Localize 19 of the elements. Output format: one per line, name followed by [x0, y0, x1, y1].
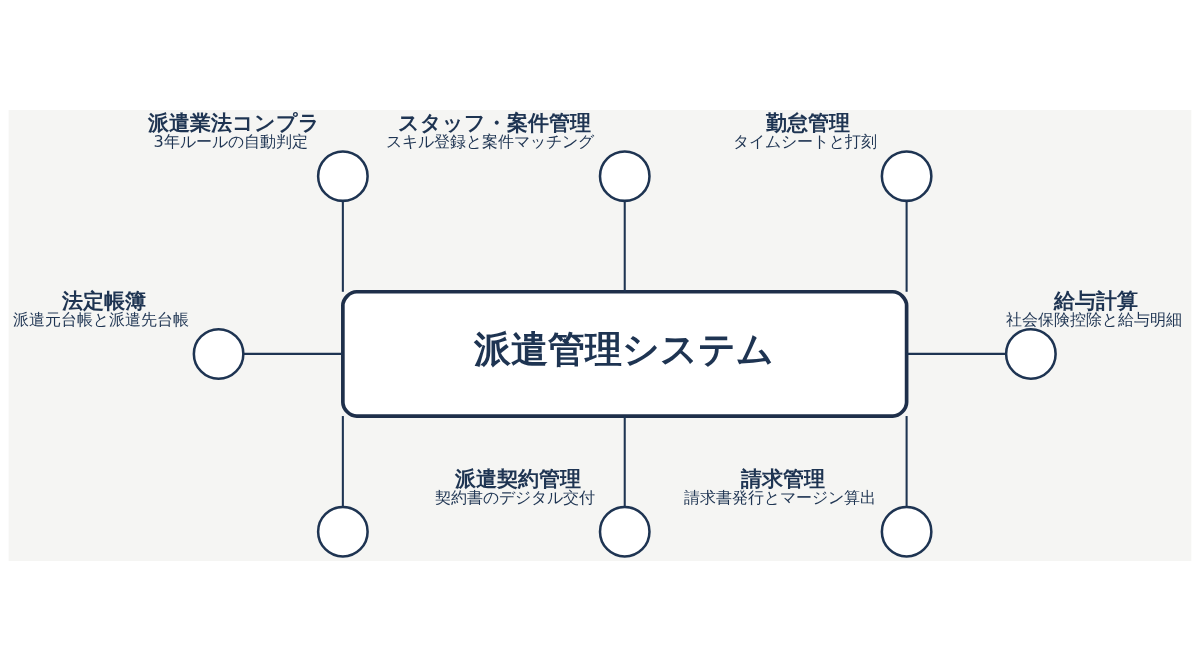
- node-circle: [316, 149, 369, 202]
- connector: [341, 200, 344, 292]
- node-label: 派遣業法コンプラ: [147, 110, 320, 135]
- node-label: 請求管理: [740, 466, 825, 491]
- node-circle: [598, 505, 651, 558]
- node-circle: [316, 505, 369, 558]
- connector: [623, 415, 626, 507]
- node-circle: [880, 149, 933, 202]
- connector: [905, 415, 908, 507]
- connector: [623, 200, 626, 292]
- connector: [906, 352, 1006, 355]
- connector: [243, 352, 343, 355]
- node-circle: [1004, 327, 1057, 380]
- connector: [905, 200, 908, 292]
- node-box: 派遣管理システム: [341, 289, 909, 418]
- node-circle: [880, 505, 933, 558]
- node-circle: [598, 149, 651, 202]
- node-circle: [192, 327, 245, 380]
- connector: [341, 415, 344, 507]
